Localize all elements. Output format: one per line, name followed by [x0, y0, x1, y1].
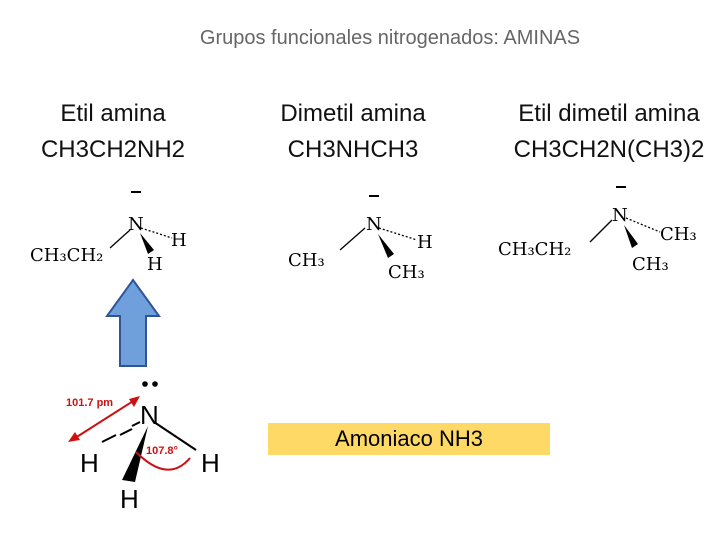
angle-arc — [135, 451, 191, 471]
wedge-bond — [122, 426, 148, 482]
angle-label: 107.8° — [146, 445, 178, 457]
amine-name: Etil amina — [60, 100, 166, 127]
methyl-label: CH₃ — [660, 224, 697, 245]
chain-label: CH₃CH₂ — [498, 239, 571, 260]
amine-name: Dimetil amina — [280, 100, 426, 127]
slide-title: Grupos funcionales nitrogenados: AMINAS — [199, 27, 581, 49]
hydrogen-atom: H — [201, 448, 220, 478]
amine-ethyldimethylamine-label: Etil dimetil amina CH3CH2N(CH3)2 — [490, 96, 728, 168]
methyl-label: CH₃ — [288, 250, 325, 271]
nitrogen-atom: N — [366, 214, 382, 235]
amine-ethylamine-label: Etil amina CH3CH2NH2 — [28, 96, 198, 168]
methyl-label: CH₃ — [632, 254, 669, 275]
wedge-bond — [378, 234, 394, 258]
wedge-bond — [140, 233, 154, 254]
nitrogen-atom: N — [128, 214, 144, 235]
amine-formula: CH3CH2N(CH3)2 — [513, 136, 705, 163]
nitrogen-atom: N — [140, 400, 159, 430]
chain-label: CH₃CH₂ — [30, 245, 103, 266]
hydrogen-atom: H — [147, 254, 163, 275]
ethylamine-structure: CH₃CH₂ N H H — [30, 191, 187, 275]
nitrogen-atom: N — [612, 205, 628, 226]
hydrogen-atom: H — [171, 230, 187, 251]
lone-pair-dot — [152, 381, 158, 387]
hydrogen-atom: H — [80, 448, 99, 478]
amine-name: Etil dimetil amina — [518, 100, 700, 127]
amine-formula: CH3CH2NH2 — [40, 136, 186, 163]
amine-dimethylamine-label: Dimetil amina CH3NHCH3 — [258, 96, 448, 168]
bond-length-label: 101.7 pm — [66, 397, 113, 409]
ammonia-diagram: N 101.7 pm 107.8° H H H — [66, 381, 220, 514]
up-arrow-icon — [105, 278, 161, 367]
dimethylamine-structure: CH₃ N H CH₃ — [288, 195, 433, 283]
wedge-bond — [624, 225, 638, 248]
ammonia-callout: Amoniaco NH3 — [268, 423, 550, 455]
lone-pair-dot — [142, 381, 148, 387]
ethyldimethylamine-structure: CH₃CH₂ N CH₃ CH₃ — [498, 186, 697, 275]
hydrogen-atom: H — [417, 232, 433, 253]
hydrogen-atom: H — [120, 484, 139, 514]
amine-formula: CH3NHCH3 — [287, 136, 419, 163]
methyl-label: CH₃ — [388, 262, 425, 283]
